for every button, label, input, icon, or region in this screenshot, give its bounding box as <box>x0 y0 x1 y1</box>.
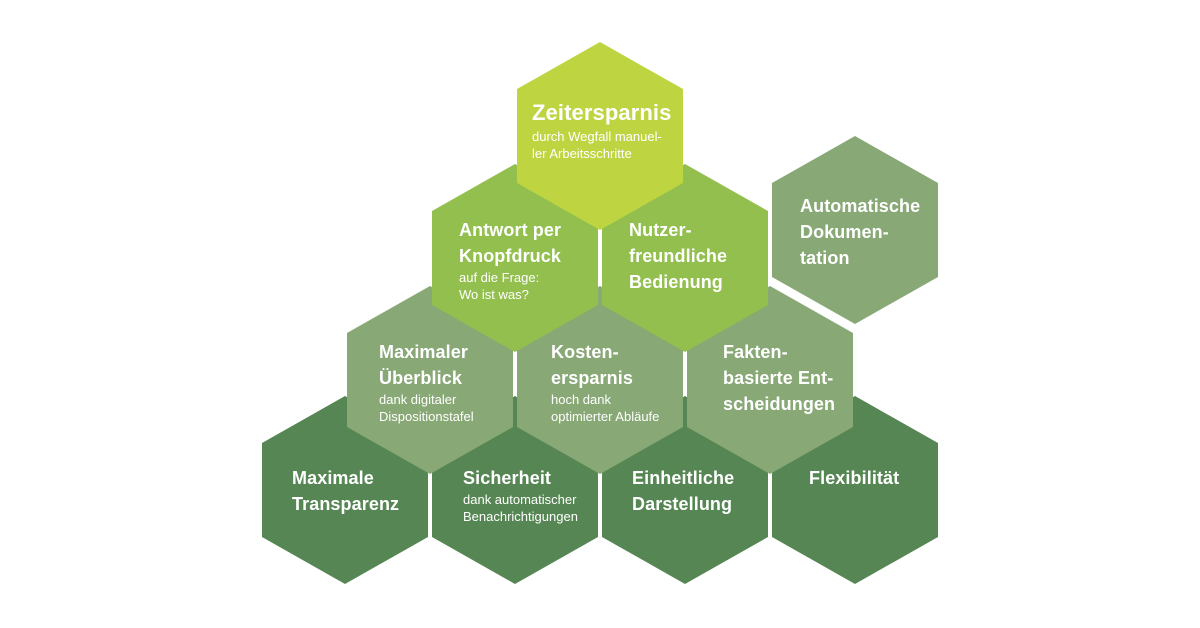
hex-title-sicherheit: Sicherheit <box>463 468 552 488</box>
hexagon-dokumentation <box>772 136 938 324</box>
hex-label-darstellung: Einheitliche Darstellung <box>632 465 734 517</box>
hex-subtitle-ueberblick: dank digitaler Dispositionstafel <box>379 392 474 424</box>
hex-title-zeitersparnis: Zeitersparnis <box>532 100 672 125</box>
hexagon-faktenbasiert <box>687 286 853 474</box>
hex-label-dokumentation: Automatische Dokumen- tation <box>800 193 920 271</box>
hexagon-zeitersparnis <box>517 42 683 230</box>
hex-title-flexibilitaet: Flexibilität <box>809 468 900 488</box>
hex-title-dokumentation: Automatische Dokumen- tation <box>800 196 921 268</box>
hexagon-kostenersparnis <box>517 286 683 474</box>
hex-subtitle-kostenersparnis: hoch dank optimierter Abläufe <box>551 392 660 424</box>
hex-label-sicherheit: Sicherheit dank automatischer Benachrich… <box>463 465 578 525</box>
hex-title-transparenz: Maximale Transparenz <box>292 468 400 514</box>
hex-label-ueberblick: Maximaler Überblick dank digitaler Dispo… <box>379 339 474 425</box>
hex-subtitle-antwort: auf die Frage: Wo ist was? <box>459 270 540 302</box>
hex-label-transparenz: Maximale Transparenz <box>292 465 399 517</box>
hex-label-nutzerfreundlich: Nutzer- freundliche Bedienung <box>629 217 727 295</box>
hex-subtitle-sicherheit: dank automatischer Benachrichtigungen <box>463 492 578 524</box>
hex-label-faktenbasiert: Fakten- basierte Ent- scheidungen <box>723 339 835 417</box>
hex-title-faktenbasiert: Fakten- basierte Ent- scheidungen <box>723 342 836 414</box>
hex-title-darstellung: Einheitliche Darstellung <box>632 468 735 514</box>
hex-subtitle-zeitersparnis: durch Wegfall manuel- ler Arbeitsschritt… <box>532 129 662 161</box>
hexagon-ueberblick <box>347 286 513 474</box>
hex-title-kostenersparnis: Kosten- ersparnis <box>551 342 633 388</box>
hex-title-ueberblick: Maximaler Überblick <box>379 342 468 388</box>
hex-title-nutzerfreundlich: Nutzer- freundliche Bedienung <box>629 220 728 292</box>
hexagon-nutzerfreundlich <box>602 164 768 352</box>
hex-label-kostenersparnis: Kosten- ersparnis hoch dank optimierter … <box>551 339 659 425</box>
hexagon-antwort <box>432 164 598 352</box>
hex-label-zeitersparnis: Zeitersparnis durch Wegfall manuel- ler … <box>532 98 671 162</box>
hex-label-antwort: Antwort per Knopfdruck auf die Frage: Wo… <box>459 217 561 303</box>
hex-label-flexibilitaet: Flexibilität <box>809 465 899 491</box>
hex-title-antwort: Antwort per Knopfdruck <box>459 220 562 266</box>
